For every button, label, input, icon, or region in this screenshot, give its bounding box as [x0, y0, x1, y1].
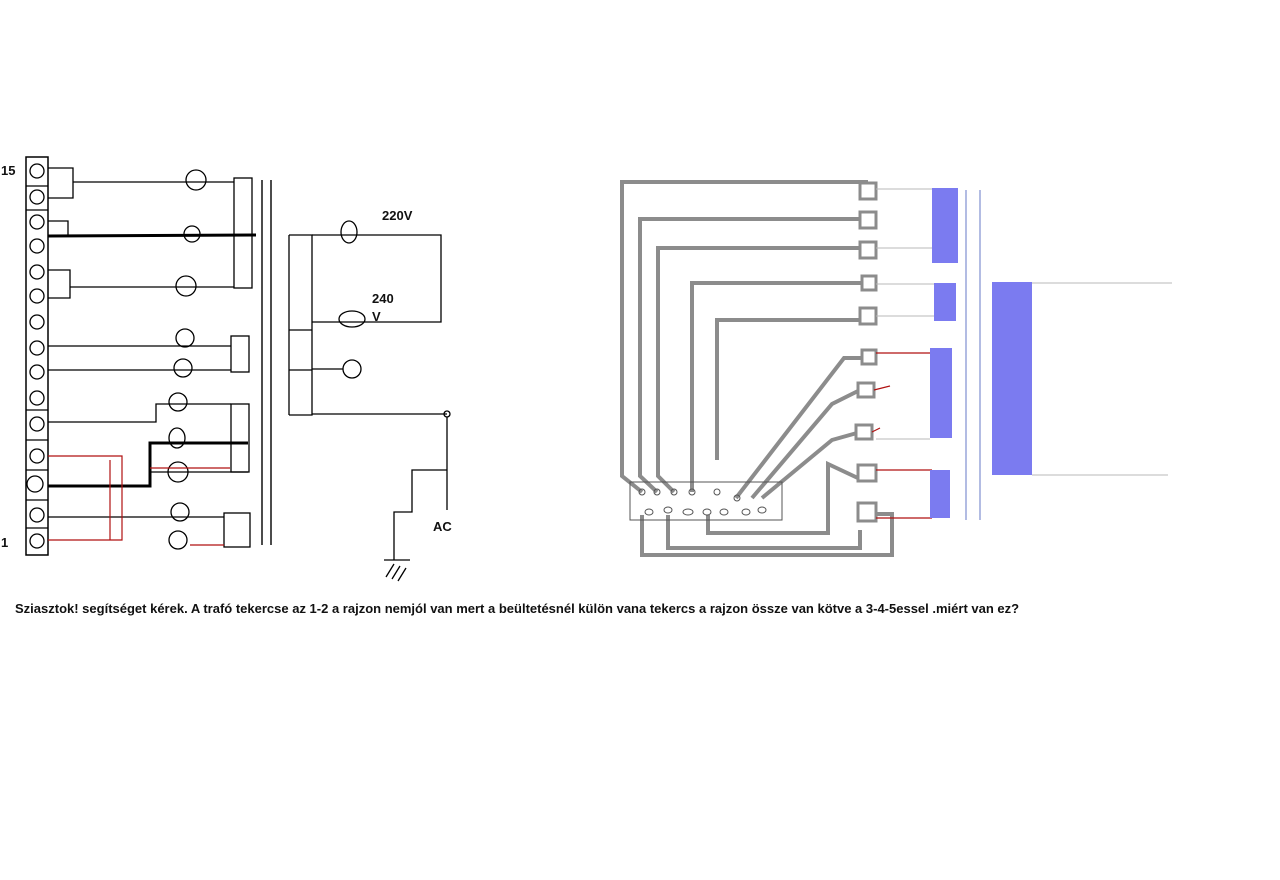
- schematic-left: [25, 156, 451, 582]
- pcb-core-lines: [965, 190, 981, 520]
- red-wires-left: [48, 455, 230, 546]
- question-caption: Sziasztok! segítséget kérek. A trafó tek…: [15, 601, 1020, 616]
- pin-15-label: 15: [1, 163, 15, 178]
- voltage-240-label: 240: [372, 291, 394, 306]
- pcb-connector: [629, 481, 783, 521]
- pcb-winding-wires: [876, 188, 1172, 476]
- pcb-traces: [620, 180, 894, 557]
- pin-strip: [25, 156, 49, 556]
- pcb-pads: [854, 181, 878, 523]
- pcb-layout: [620, 180, 1172, 557]
- winding-blocks: [930, 188, 1032, 518]
- pcb-red-wires: [871, 352, 932, 519]
- voltage-220-label: 220V: [382, 208, 413, 223]
- pin-1-label: 1: [1, 535, 8, 550]
- voltage-240-unit-label: V: [372, 309, 381, 324]
- ac-label: AC: [433, 519, 452, 534]
